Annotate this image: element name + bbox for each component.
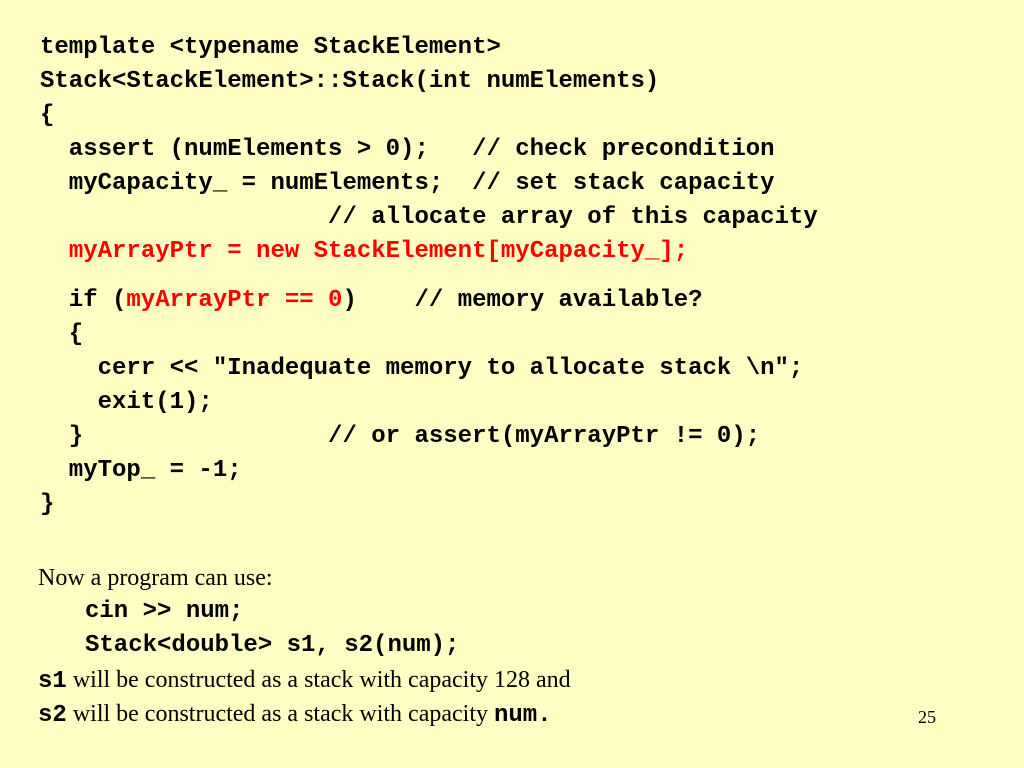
code-line: myCapacity_ = numElements; // set stack … bbox=[40, 170, 775, 197]
explanation-fragment: will be constructed as a stack with capa… bbox=[66, 667, 571, 693]
code-line-highlighted: myArrayPtr = new StackElement[myCapacity… bbox=[40, 235, 818, 269]
s1-explanation: s1 will be constructed as a stack with c… bbox=[38, 663, 571, 697]
code-line: } bbox=[40, 491, 55, 518]
code-indent bbox=[40, 238, 69, 265]
usage-code-line: Stack<double> s1, s2(num); bbox=[85, 632, 460, 659]
code-line: // allocate array of this capacity bbox=[40, 204, 818, 231]
highlighted-allocation: myArrayPtr = new StackElement[myCapacity… bbox=[68, 238, 689, 265]
code-line: assert (numElements > 0); // check preco… bbox=[40, 136, 775, 163]
page-number: 25 bbox=[918, 707, 936, 727]
code-fragment: if ( bbox=[40, 287, 127, 314]
code-line: { bbox=[40, 102, 55, 129]
variable-name: num. bbox=[494, 702, 552, 729]
code-line: template <typename StackElement> bbox=[40, 34, 501, 61]
explanation-fragment: will be constructed as a stack with capa… bbox=[66, 701, 494, 727]
code-line: } // or assert(myArrayPtr != 0); bbox=[40, 423, 761, 450]
explanation-text: Now a program can use: cin >> num; Stack… bbox=[38, 561, 571, 731]
variable-name: s1 bbox=[38, 668, 67, 695]
code-line: exit(1); bbox=[40, 389, 213, 416]
code-line: myTop_ = -1; bbox=[40, 457, 242, 484]
s2-explanation: s2 will be constructed as a stack with c… bbox=[38, 697, 571, 731]
variable-name: s2 bbox=[38, 702, 67, 729]
code-line: cerr << "Inadequate memory to allocate s… bbox=[40, 355, 804, 382]
code-fragment: ) // memory available? bbox=[342, 287, 703, 314]
intro-line: Now a program can use: bbox=[38, 565, 273, 591]
usage-code-line: cin >> num; bbox=[85, 598, 244, 625]
highlighted-condition: myArrayPtr == 0 bbox=[126, 287, 343, 314]
code-listing: template <typename StackElement> Stack<S… bbox=[40, 31, 818, 522]
code-line: if (myArrayPtr == 0) // memory available… bbox=[40, 284, 818, 318]
code-line: { bbox=[40, 321, 84, 348]
code-line: Stack<StackElement>::Stack(int numElemen… bbox=[40, 68, 660, 95]
